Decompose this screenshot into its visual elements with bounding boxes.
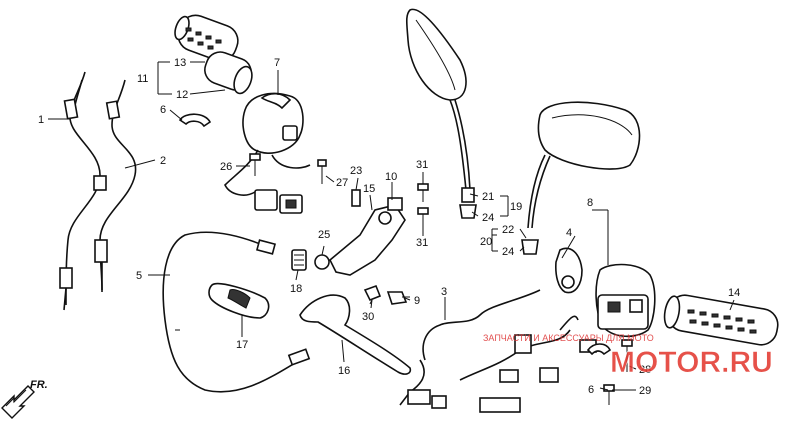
left-grip-17 [208,282,270,319]
washer-25 [314,254,330,270]
callout-29: 29 [639,385,651,397]
front-direction-indicator: FR. [1,379,48,419]
screw-26 [249,153,261,176]
callout-14: 14 [728,287,740,299]
screw-29 [603,384,615,405]
callout-3: 3 [441,286,447,298]
callout-30: 30 [362,311,374,323]
callout-24-lower: 24 [502,246,514,258]
clutch-cable [162,231,311,393]
callout-labels: 1 2 3 4 5 6 6 7 8 9 10 11 12 13 14 15 16… [38,57,740,397]
screw-27 [317,159,327,184]
callout-21: 21 [482,191,494,203]
front-label: FR. [30,379,48,391]
callout-27: 27 [336,177,348,189]
callout-11: 11 [137,73,148,85]
callout-20: 20 [480,236,492,248]
throttle-cable-1 [59,71,107,311]
callout-8: 8 [587,197,593,209]
throttle-cable-2 [94,79,137,292]
collar-6-right [586,343,612,356]
clutch-lever-bracket [329,189,406,276]
clutch-lever [299,294,412,375]
callout-24-upper: 24 [482,212,494,224]
callout-12: 12 [176,89,188,101]
screw-31-lower [417,207,429,226]
wire-harness [399,289,597,413]
screw-28 [621,339,633,372]
collar-6-left [178,113,212,128]
mirror-right [521,101,641,255]
callout-10: 10 [385,171,397,183]
callout-13: 13 [174,57,186,69]
callout-22: 22 [502,224,514,236]
left-switch-housing [555,247,656,338]
callout-5: 5 [136,270,142,282]
callout-15: 15 [363,183,375,195]
screw-31-upper [417,183,429,202]
mirror-left [405,8,477,219]
watermark: ЗАПЧАСТИ И АКСЕССУАРЫ ДЛЯ МОТО MOTOR.RU [483,333,773,379]
adjuster-18 [291,249,307,271]
callout-6-left: 6 [160,104,166,116]
callout-2: 2 [160,155,166,167]
watermark-logo-text: MOTOR.RU [610,346,773,379]
callout-31-lower: 31 [416,237,428,249]
callout-9: 9 [414,295,420,307]
left-grip-14 [663,294,779,346]
callout-26: 26 [220,161,232,173]
pin-30 [363,284,382,305]
callout-18: 18 [290,283,302,295]
callout-17: 17 [236,339,248,351]
callout-28: 28 [639,364,651,376]
callout-4: 4 [566,227,572,239]
callout-1: 1 [38,114,44,126]
watermark-tagline: ЗАПЧАСТИ И АКСЕССУАРЫ ДЛЯ МОТО [483,333,654,343]
callout-16: 16 [338,365,350,377]
leader-lines [48,61,735,391]
callout-25: 25 [318,229,330,241]
switch-9 [386,291,410,305]
right-switch-housing [224,92,311,214]
callout-23: 23 [350,165,362,177]
callout-31-upper: 31 [416,159,428,171]
callout-19: 19 [510,201,522,213]
callout-7: 7 [274,57,280,69]
throttle-grip [174,14,253,95]
callout-6-right: 6 [588,384,594,396]
